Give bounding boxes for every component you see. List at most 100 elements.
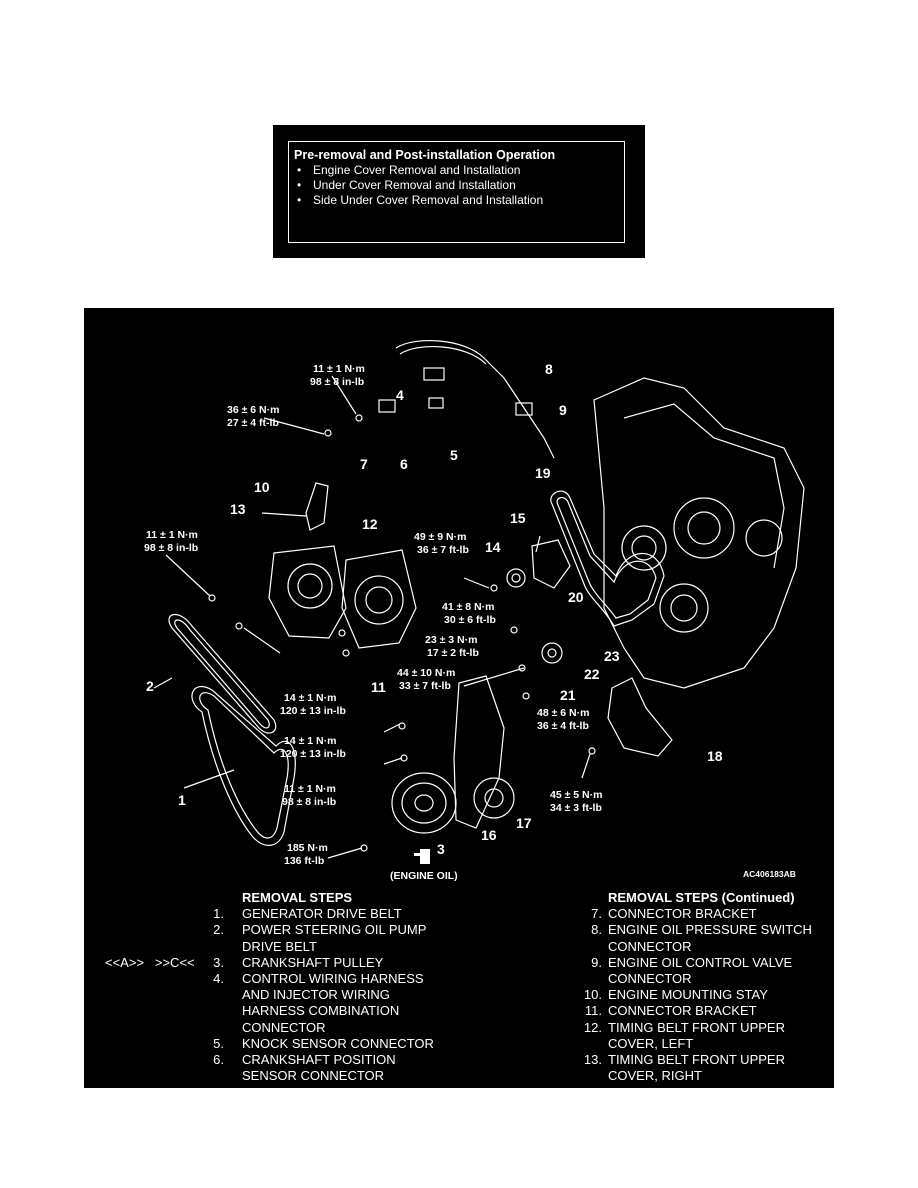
step-text: CONNECTOR <box>242 1019 326 1035</box>
step-text: CRANKSHAFT POSITION <box>242 1052 396 1068</box>
step-item: 12. TIMING BELT FRONT UPPER COVER, LEFT <box>574 1020 834 1052</box>
step-text: ENGINE OIL CONTROL VALVE <box>608 954 793 970</box>
step-number: 7. <box>591 906 602 922</box>
step-item: 9. ENGINE OIL CONTROL VALVE CONNECTOR <box>574 955 834 987</box>
step-number: 13. <box>583 1052 602 1068</box>
step-item: 2. POWER STEERING OIL PUMP DRIVE BELT <box>84 922 464 954</box>
step-text: CONNECTOR BRACKET <box>608 906 757 922</box>
pre-removal-item: Side Under Cover Removal and Installatio… <box>294 193 618 208</box>
pre-removal-item: Engine Cover Removal and Installation <box>294 163 618 178</box>
step-text: CRANKSHAFT PULLEY <box>242 954 384 970</box>
removal-steps-right: REMOVAL STEPS (Continued) 7. CONNECTOR B… <box>574 890 834 1084</box>
callout-number: 17 <box>516 815 532 831</box>
pre-removal-box: Pre-removal and Post-installation Operat… <box>273 125 645 258</box>
step-item: 8. ENGINE OIL PRESSURE SWITCH CONNECTOR <box>574 922 834 954</box>
pre-removal-list: Engine Cover Removal and Installation Un… <box>294 163 618 208</box>
removal-steps-left: REMOVAL STEPS 1. GENERATOR DRIVE BELT 2.… <box>84 890 464 1084</box>
step-text: ENGINE OIL PRESSURE SWITCH <box>608 922 812 938</box>
step-item: 1. GENERATOR DRIVE BELT <box>84 906 464 922</box>
step-text: SENSOR CONNECTOR <box>242 1068 385 1084</box>
callout-number: 10 <box>254 479 270 495</box>
callout-number: 14 <box>485 539 501 555</box>
callout-number: 15 <box>510 510 526 526</box>
step-text: DRIVE BELT <box>242 938 317 954</box>
engine-oil-label: (ENGINE OIL) <box>390 870 458 882</box>
step-text: AND INJECTOR WIRING <box>242 987 390 1003</box>
callout-number: 20 <box>568 589 584 605</box>
callout-number: 5 <box>450 447 458 463</box>
oil-can-icon <box>414 849 430 864</box>
removal-steps-header: REMOVAL STEPS (Continued) <box>608 890 795 905</box>
callout-number: 7 <box>360 456 368 472</box>
step-number: 4. <box>213 971 224 987</box>
step-number: 8. <box>591 922 602 938</box>
engine-line-art <box>153 339 805 859</box>
callout-number: 13 <box>230 501 246 517</box>
step-number: 11. <box>584 1003 602 1019</box>
step-text: CONNECTOR BRACKET <box>608 1003 757 1019</box>
callout-number: 16 <box>481 827 497 843</box>
callout-number: 12 <box>362 516 378 532</box>
callout-number: 18 <box>707 748 723 764</box>
step-number: 1. <box>213 906 224 922</box>
step-text: CONTROL WIRING HARNESS <box>242 971 424 987</box>
removal-steps-header: REMOVAL STEPS <box>242 890 353 905</box>
step-text: POWER STEERING OIL PUMP <box>242 922 427 938</box>
callout-number: 2 <box>146 678 154 694</box>
step-item: 4. CONTROL WIRING HARNESS AND INJECTOR W… <box>84 971 464 1036</box>
step-number: 5. <box>213 1035 224 1051</box>
step-number: 9. <box>591 954 602 970</box>
callout-number: 22 <box>584 666 600 682</box>
step-item: 5. KNOCK SENSOR CONNECTOR <box>84 1036 464 1052</box>
step-text: TIMING BELT FRONT UPPER <box>608 1019 785 1035</box>
callout-number: 6 <box>400 456 408 472</box>
pre-removal-frame: Pre-removal and Post-installation Operat… <box>288 141 625 243</box>
callout-number: 21 <box>560 687 576 703</box>
callout-number: 1 <box>178 792 186 808</box>
step-item: 7. CONNECTOR BRACKET <box>574 906 834 922</box>
figure-reference-code: AC406183AB <box>743 869 796 879</box>
pre-removal-title: Pre-removal and Post-installation Operat… <box>294 148 556 162</box>
pre-removal-item: Under Cover Removal and Installation <box>294 178 618 193</box>
step-text: HARNESS COMBINATION <box>242 1003 400 1019</box>
step-item: 6. CRANKSHAFT POSITION SENSOR CONNECTOR <box>84 1052 464 1084</box>
step-item: <<A>> >>C<< 3. CRANKSHAFT PULLEY <box>84 955 464 971</box>
step-number: 2. <box>213 922 224 938</box>
callout-number: 9 <box>559 402 567 418</box>
step-number: 3. <box>213 954 224 970</box>
step-item: 13. TIMING BELT FRONT UPPER COVER, RIGHT <box>574 1052 834 1084</box>
callout-number: 19 <box>535 465 551 481</box>
step-item: 10. ENGINE MOUNTING STAY <box>574 987 834 1003</box>
step-text: COVER, RIGHT <box>608 1068 702 1084</box>
callout-numbers: 1 2 3 4 5 6 7 8 9 10 11 12 13 14 15 16 1… <box>146 361 723 857</box>
callout-number: 23 <box>604 648 620 664</box>
step-number: 6. <box>213 1052 224 1068</box>
step-text: GENERATOR DRIVE BELT <box>242 906 402 922</box>
callout-number: 4 <box>396 387 404 403</box>
step-text: ENGINE MOUNTING STAY <box>608 987 768 1003</box>
callout-number: 8 <box>545 361 553 377</box>
callout-number: 11 <box>371 679 386 695</box>
step-text: COVER, LEFT <box>608 1035 694 1051</box>
step-item: 11. CONNECTOR BRACKET <box>574 1003 834 1019</box>
callout-number: 3 <box>437 841 445 857</box>
step-text: KNOCK SENSOR CONNECTOR <box>242 1035 434 1051</box>
step-procedure-marks: <<A>> >>C<< <box>105 954 195 970</box>
step-text: CONNECTOR <box>608 938 692 954</box>
